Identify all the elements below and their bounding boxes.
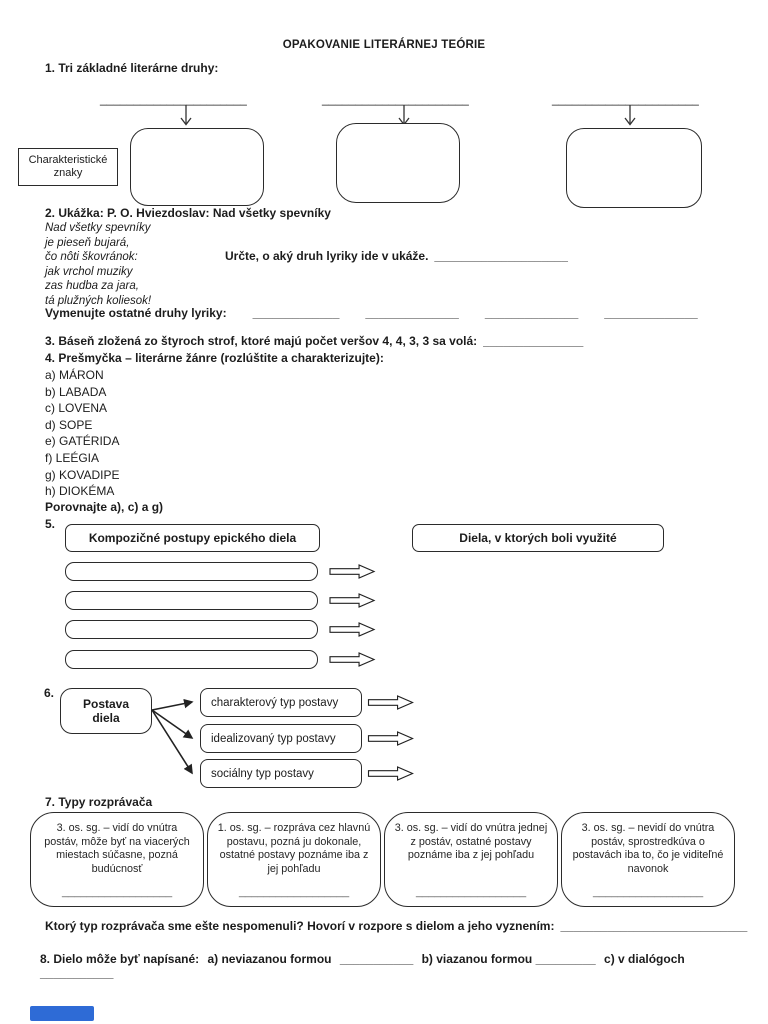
poem-line: Nad všetky spevníky xyxy=(45,222,151,234)
q4-item-list: a) MÁRON b) LABADA c) LOVENA d) SOPE e) … xyxy=(45,367,119,500)
q7-narrator-blank: __________________ xyxy=(592,885,704,898)
q7-narrator-box-1: 3. os. sg. – vidí do vnútra postáv, môže… xyxy=(30,812,204,907)
right-arrow-icon xyxy=(328,652,377,670)
q6-type-label: sociálny typ postavy xyxy=(211,767,314,780)
connector-arrows-icon xyxy=(148,686,204,795)
q7-narrator-text: 3. os. sg. – vidí do vnútra jednej z pos… xyxy=(394,822,548,861)
q2-other-label: Vymenujte ostatné druhy lyriky: xyxy=(45,306,227,320)
q4-compare-label: Porovnajte a), c) a g) xyxy=(45,500,164,514)
q2-other-blank-4: ______________ xyxy=(604,306,698,320)
right-arrow-icon xyxy=(328,593,377,611)
poem-excerpt: Nad všetky spevníky je pieseň bujará, čo… xyxy=(45,221,151,308)
q8-option-a-label: a) neviazanou formou xyxy=(207,952,332,966)
q5-left-header: Kompozičné postupy epického diela xyxy=(88,531,297,545)
right-arrow-icon xyxy=(328,622,377,640)
q6-root-box: Postava diela xyxy=(60,688,152,734)
right-arrow-icon xyxy=(328,564,377,582)
q8-option-b-label: b) viazanou formou xyxy=(421,952,533,966)
q7-narrator-text: 1. os. sg. – rozpráva cez hlavnú postavu… xyxy=(217,822,371,875)
q1-blank-2: ______________________ xyxy=(322,92,469,106)
right-arrow-icon xyxy=(366,766,416,784)
q5-number: 5. xyxy=(45,517,56,531)
q1-answer-box-2 xyxy=(336,123,460,203)
q3-label: 3. Báseň zložená zo štyroch strof, ktoré… xyxy=(45,334,478,348)
q7-narrator-box-3: 3. os. sg. – vidí do vnútra jednej z pos… xyxy=(384,812,558,907)
q6-root-line1: Postava xyxy=(82,697,130,711)
q2-other-blank-3: ______________ xyxy=(484,306,579,320)
q5-answer-row-2 xyxy=(65,591,318,610)
q8-option-a-blank: ___________ xyxy=(339,952,414,966)
q7-narrator-text: 3. os. sg. – nevidí do vnútra postáv, sp… xyxy=(572,822,724,875)
q4-item: c) LOVENA xyxy=(45,401,108,416)
q7-narrator-box-4: 3. os. sg. – nevidí do vnútra postáv, sp… xyxy=(561,812,735,907)
q5-left-header-box: Kompozičné postupy epického diela xyxy=(65,524,320,552)
q1-label: 1. Tri základné literárne druhy: xyxy=(45,61,219,75)
q5-right-header-box: Diela, v ktorých boli využité xyxy=(412,524,664,552)
q3-row: 3. Báseň zložená zo štyroch strof, ktoré… xyxy=(45,334,583,348)
q5-answer-row-1 xyxy=(65,562,318,581)
q4-item: g) KOVADIPE xyxy=(45,467,120,482)
bottom-left-blue-badge xyxy=(30,1006,94,1021)
q7-narrator-box-2: 1. os. sg. – rozpráva cez hlavnú postavu… xyxy=(207,812,381,907)
q6-type-box-1: charakterový typ postavy xyxy=(200,688,362,717)
q6-number: 6. xyxy=(44,686,55,700)
q4-item: f) LEÉGIA xyxy=(45,450,100,465)
q7-narrator-blank: __________________ xyxy=(415,885,527,898)
right-arrow-icon xyxy=(366,731,416,749)
q6-type-box-2: idealizovaný typ postavy xyxy=(200,724,362,753)
q8-option-c-blank: ___________ xyxy=(40,966,114,980)
q1-blank-1: ______________________ xyxy=(100,92,247,106)
q2-label: 2. Ukážka: P. O. Hviezdoslav: Nad všetky… xyxy=(45,206,331,220)
q8-option-c-label: c) v dialógoch xyxy=(604,952,685,966)
q6-root-line2: diela xyxy=(92,711,120,725)
char-label-line2: znaky xyxy=(53,167,83,179)
q1-answer-box-1 xyxy=(130,128,264,206)
q7-narrator-text: 3. os. sg. – vidí do vnútra postáv, môže… xyxy=(44,822,190,875)
q4-item: h) DIOKÉMA xyxy=(45,484,115,499)
q7-narrator-blank: __________________ xyxy=(61,885,173,898)
q5-answer-row-3 xyxy=(65,620,318,639)
q8-prefix: 8. Dielo môže byť napísané: xyxy=(40,952,200,966)
q7-label: 7. Typy rozprávača xyxy=(45,795,153,809)
q2-other-blank-1: _____________ xyxy=(252,306,340,320)
q4-label: 4. Prešmyčka – literárne žánre (rozlúšti… xyxy=(45,351,384,365)
q6-type-label: idealizovaný typ postavy xyxy=(211,732,336,745)
q8-option-b-blank: _________ xyxy=(535,952,596,966)
down-arrow-icon xyxy=(620,104,640,133)
down-arrow-icon xyxy=(176,104,196,133)
char-label-line1: Charakteristické xyxy=(28,154,108,166)
q2-inline-question: Určte, o aký druh lyriky ide v ukáže. xyxy=(225,249,429,263)
q4-item: a) MÁRON xyxy=(45,368,104,382)
poem-line: je pieseň bujará, xyxy=(45,236,130,249)
q6-type-box-3: sociálny typ postavy xyxy=(200,759,362,788)
q4-item: e) GATÉRIDA xyxy=(45,434,120,449)
q4-item: b) LABADA xyxy=(45,384,107,399)
q3-blank: _______________ xyxy=(483,334,584,348)
q5-answer-row-4 xyxy=(65,650,318,669)
q2-other-row: Vymenujte ostatné druhy lyriky: _________… xyxy=(45,306,698,320)
poem-line: čo nôti škovránok: xyxy=(45,251,138,263)
q6-type-label: charakterový typ postavy xyxy=(211,696,339,709)
q2-inline-question-row: Určte, o aký druh lyriky ide v ukáže. ___… xyxy=(225,249,568,263)
q7-followup-blank: ____________________________ xyxy=(560,919,748,933)
q1-blank-3: ______________________ xyxy=(552,92,699,106)
q8-row: 8. Dielo môže byť napísané: a) neviazano… xyxy=(40,952,768,980)
q2-other-blank-2: ______________ xyxy=(365,306,459,320)
page-title: OPAKOVANIE LITERÁRNEJ TEÓRIE xyxy=(282,39,486,51)
q7-followup-label: Ktorý typ rozprávača sme ešte nespomenul… xyxy=(45,919,555,933)
poem-line: zas hudba za jara, xyxy=(45,280,139,292)
q5-right-header: Diela, v ktorých boli využité xyxy=(459,531,617,545)
q4-item: d) SOPE xyxy=(45,417,93,432)
q7-followup-row: Ktorý typ rozprávača sme ešte nespomenul… xyxy=(45,919,747,933)
q7-narrator-blank: __________________ xyxy=(238,885,350,898)
characteristic-signs-label-box: Charakteristické znaky xyxy=(18,148,118,186)
right-arrow-icon xyxy=(366,695,416,713)
q1-answer-box-3 xyxy=(566,128,702,208)
poem-line: tá plužných koliesok! xyxy=(45,294,152,307)
q2-inline-blank: ____________________ xyxy=(434,249,568,263)
poem-line: jak vrchol muziky xyxy=(45,265,133,278)
